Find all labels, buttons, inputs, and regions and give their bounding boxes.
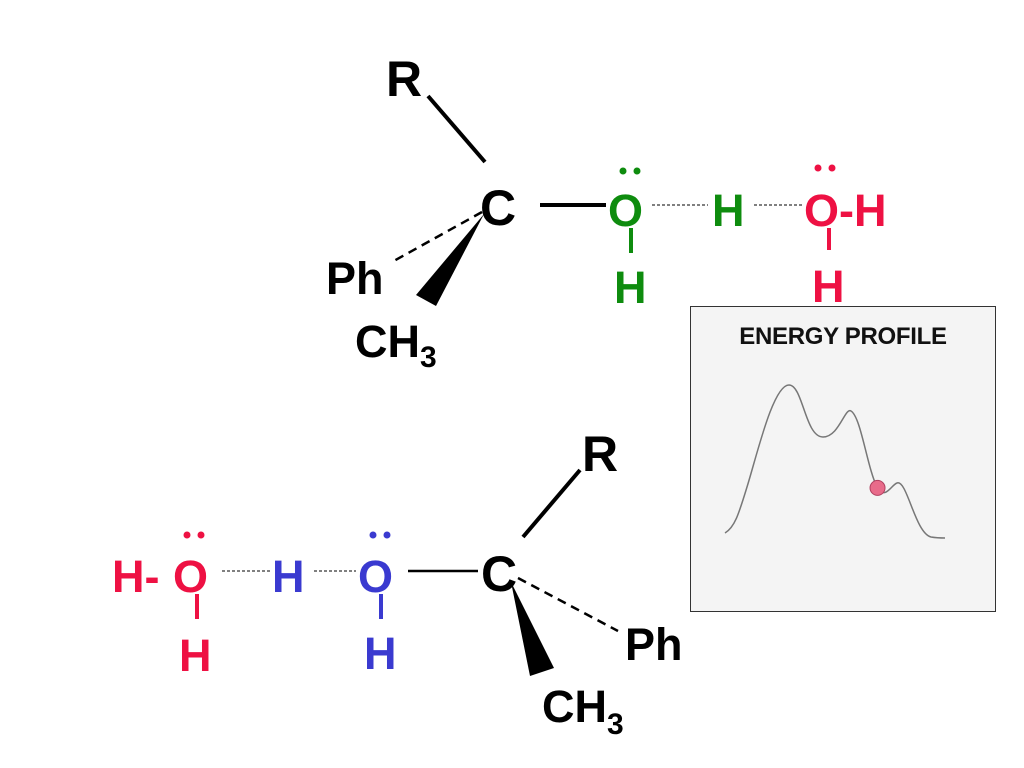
top-ph-label: Ph [326,253,384,304]
top-leaving-water: O H H [608,167,802,313]
bottom-red-hydrogen-left: H- [112,551,159,602]
bottom-attacking-water: H O H [272,531,397,679]
top-red-lone-pair-dot [828,164,836,172]
top-red-hydrogen-right: -H [839,185,886,236]
energy-profile-panel: ENERGY PROFILE [690,306,996,612]
energy-curve-line [724,384,946,539]
bottom-blue-lone-pair-dot [383,531,391,539]
top-c-ph-dashed-bond [391,210,483,264]
bottom-blue-hydrogen-bridge: H [272,551,305,602]
top-c-r-bond [426,94,487,164]
bottom-red-oxygen: O [173,551,208,602]
top-green-lone-pair-dot [619,167,627,175]
top-ch3-label: CH3 [355,316,437,374]
top-green-hydrogen-bridge: H [712,185,745,236]
bottom-blue-lone-pair-dot [369,531,377,539]
bottom-c-ch3-wedge-bond [511,582,554,676]
bottom-molecule: H- O H H O H C R Ph CH3 [112,426,683,741]
bottom-carbon-label: C [481,546,517,602]
top-green-lone-pair-dot [633,167,641,175]
bottom-red-lone-pair-dot [183,531,191,539]
top-red-hydrogen-below: H [812,261,845,312]
energy-curve-plot [724,384,946,539]
bottom-solvent-water: H- O H [112,531,270,681]
top-r-label: R [386,51,422,107]
top-carbon-label: C [480,180,516,236]
top-molecule: R C Ph CH3 O H H O -H H [326,51,886,374]
bottom-c-r-bond [521,468,582,539]
energy-profile-title: ENERGY PROFILE [739,323,947,350]
bottom-ph-label: Ph [625,619,683,670]
bottom-blue-hydrogen-below: H [364,628,397,679]
bottom-blue-oxygen: O [358,551,393,602]
top-red-lone-pair-dot [814,164,822,172]
bottom-ch3-label: CH3 [542,681,624,741]
top-c-ch3-wedge-bond [416,214,484,306]
bottom-red-hydrogen-below: H [179,630,212,681]
top-green-oxygen: O [608,185,643,236]
bottom-c-ph-dashed-bond [517,576,619,633]
bottom-r-label: R [582,426,618,482]
top-red-oxygen: O [804,185,839,236]
reaction-progress-marker [869,479,886,496]
bottom-red-lone-pair-dot [197,531,205,539]
top-solvent-water: O -H H [804,164,886,312]
top-green-hydrogen-below: H [614,262,647,313]
